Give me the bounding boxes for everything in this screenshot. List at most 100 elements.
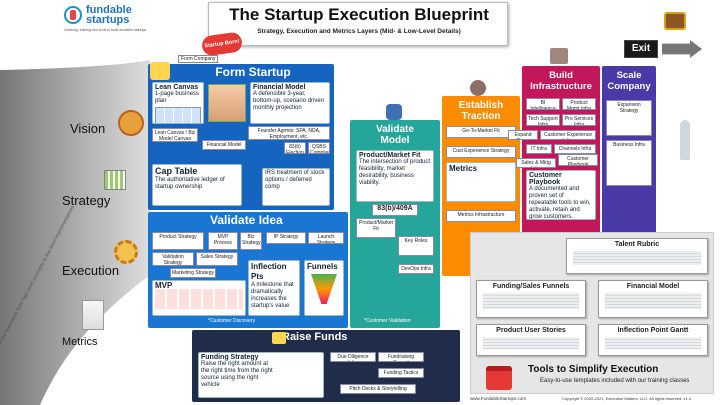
mvp-process-label: MVP Process [213,234,233,246]
startup-born-badge: Startup Born! [200,31,244,57]
validation-strategy-card[interactable]: Validation Strategy [152,252,194,266]
marketing-strategy-card[interactable]: Marketing Strategy [170,268,216,278]
pmf-card[interactable]: Product/Market Fit The intersection of p… [356,150,434,202]
biz-strategy-card[interactable]: Biz Strategy [240,232,262,250]
product-mgmt-card[interactable]: Product Mgmt Infra [562,98,596,110]
product-stories-thumb [483,337,579,349]
qsbs-card[interactable]: QSBS Compliance [308,142,330,154]
inflection-gantt-template[interactable]: Inflection Point Gantt [598,324,708,356]
expansion-strategy-label: Expansion Strategy [617,102,641,114]
funding-funnels-title: Funding/Sales Funnels [492,283,570,290]
it-infra-card[interactable]: IT Infra [526,144,552,154]
business-infra-label: Business Infra [613,142,645,148]
footer-url[interactable]: www.FundableStartups.com [470,396,527,401]
lean-canvas-card[interactable]: Lean Canvas 1-page business plan [152,82,204,124]
founder-agrmts-label: Founder Agrmts: SPA, NDA, Employment, et… [257,128,321,140]
talent-rubric-thumb [573,251,701,265]
sales-strategy-label: Sales Strategy [200,254,234,260]
lean-canvas-title: Lean Canvas [155,84,199,91]
pitch-decks-card[interactable]: Pitch Decks & Storytelling [340,384,416,394]
expand-team-card[interactable]: Expand Team [508,130,538,140]
execution-gears-icon [114,240,138,264]
customer-playbook-mini[interactable]: Customer Playbook [558,154,598,166]
sales-strategy-card[interactable]: Sales Strategy [196,252,238,266]
funding-tactics-card[interactable]: Funding Tactics [378,368,424,378]
product-mgmt-label: Product Mgmt Infra [567,100,591,110]
marketing-strategy-label: Marketing Strategy [172,270,214,276]
channels-infra-label: Channels Infra [558,146,592,152]
tech-support-card[interactable]: Tech Support Infra [526,114,560,126]
thumbs-up-icon [386,104,402,120]
tools-title: Tools to Simplify Execution [528,364,659,375]
traction-trophy-icon [470,80,486,96]
funnels-title: Funnels [307,262,338,271]
cx-infra-card[interactable]: Customer Experience Infra [540,130,596,140]
brand-logo[interactable]: fundable startups [64,4,144,28]
funding-funnels-template[interactable]: Funding/Sales Funnels [476,280,586,318]
talent-rubric-template[interactable]: Talent Rubric [566,238,708,274]
business-infra-card[interactable]: Business Infra [606,140,652,186]
pmf-mini-card[interactable]: Product/Market Fit [356,218,396,238]
product-stories-title: Product User Stories [496,327,566,334]
funding-strategy-card[interactable]: Funding Strategy Raise the right amount … [198,352,324,398]
next-arrow-icon[interactable] [662,40,702,58]
layer-metrics: Metrics [62,336,98,348]
sales-mktg-label: Sales & Mktg Infra [521,160,551,167]
cx-strategy-label: Cust Experience Strategy [452,148,510,154]
devops-label: DevOps Infra [401,266,431,272]
83b-election-card[interactable]: 83(b) Election [284,142,306,154]
exit-button[interactable]: Exit [624,40,658,58]
customer-validation-label: *Customer Validation [364,318,411,324]
bi-infra-card[interactable]: BI Intelligence Infra [526,98,560,110]
footer-copyright: Copyright © 2020-2021, Execution Matters… [562,396,692,401]
financial-model-title: Financial Model [253,84,306,91]
founder-agrmts-card[interactable]: Founder Agrmts: SPA, NDA, Employment, et… [248,126,330,140]
cap-table-desc: The authoritative ledger of startup owne… [155,177,225,190]
customer-discovery-label: *Customer Discovery [208,318,255,324]
pro-services-card[interactable]: Pro Services Infra [562,114,596,126]
expand-team-label: Expand Team [514,132,532,139]
startup-born-label: Startup Born! [204,38,240,50]
channels-infra-card[interactable]: Channels Infra [554,144,596,154]
ip-strategy-card[interactable]: IP Strategy [266,232,306,244]
product-stories-template[interactable]: Product User Stories [476,324,586,356]
customer-playbook-mini-label: Customer Playbook [567,156,589,166]
cap-table-card[interactable]: Cap Table The authoritative ledger of st… [152,164,242,206]
83b-409a-card[interactable]: 83(b)/409A [372,204,418,216]
product-strategy-card[interactable]: Product Strategy [152,232,204,250]
financial-model-tpl-title: Financial Model [626,283,680,290]
key-roles-card[interactable]: Key Roles [398,236,434,256]
fundraising-funnel-card[interactable]: Fundraising Funnel [378,352,424,362]
mvp-process-card[interactable]: MVP Process [208,232,238,250]
financial-model-card[interactable]: Financial Model A defensible 3-year, bot… [250,82,330,124]
brand-logo-icon-person [70,10,76,20]
inflection-pts-card[interactable]: Inflection Pts A milestone that dramatic… [248,260,300,316]
title-banner [208,2,508,46]
funnels-card[interactable]: Funnels [304,260,344,316]
mvp-card[interactable]: MVP [152,280,246,316]
page-subtitle: Strategy, Execution and Metrics Layers (… [257,28,461,35]
cx-strategy-card[interactable]: Cust Experience Strategy [446,146,516,158]
due-diligence-card[interactable]: Due Diligence Infra [330,352,376,362]
treasure-chest-icon [664,12,686,30]
founder-avatar [208,84,246,122]
expansion-strategy-card[interactable]: Expansion Strategy [606,100,652,136]
mvp-thumb [155,289,243,309]
launch-strategy-card[interactable]: Launch Strategy [308,232,344,244]
build-infra-icon [550,48,568,64]
financial-model-mini[interactable]: Financial Model [202,140,246,150]
gtm-card[interactable]: Go-To-Market Fit [446,126,516,138]
metrics-infra-card[interactable]: Metrics Infrastructure [446,210,516,222]
financial-model-template[interactable]: Financial Model [598,280,708,318]
validation-strategy-label: Validation Strategy [162,254,184,266]
product-strategy-label: Product Strategy [159,234,197,240]
lean-canvas-bm-card[interactable]: Lean Canvas / Biz Model Canvas [152,128,198,142]
devops-card[interactable]: DevOps Infra [398,264,434,274]
stock-treatment-card[interactable]: IRS treatment of stock options / deferre… [262,168,330,206]
brand-name: fundable [86,4,132,16]
pmf-desc: The intersection of product feasibility,… [359,159,431,186]
sales-mktg-card[interactable]: Sales & Mktg Infra [516,158,556,168]
funding-strategy-title: Funding Strategy [201,354,259,361]
metrics-card[interactable]: Metrics [446,162,516,202]
customer-playbook-card[interactable]: Customer Playbook A documented and prove… [526,170,596,220]
